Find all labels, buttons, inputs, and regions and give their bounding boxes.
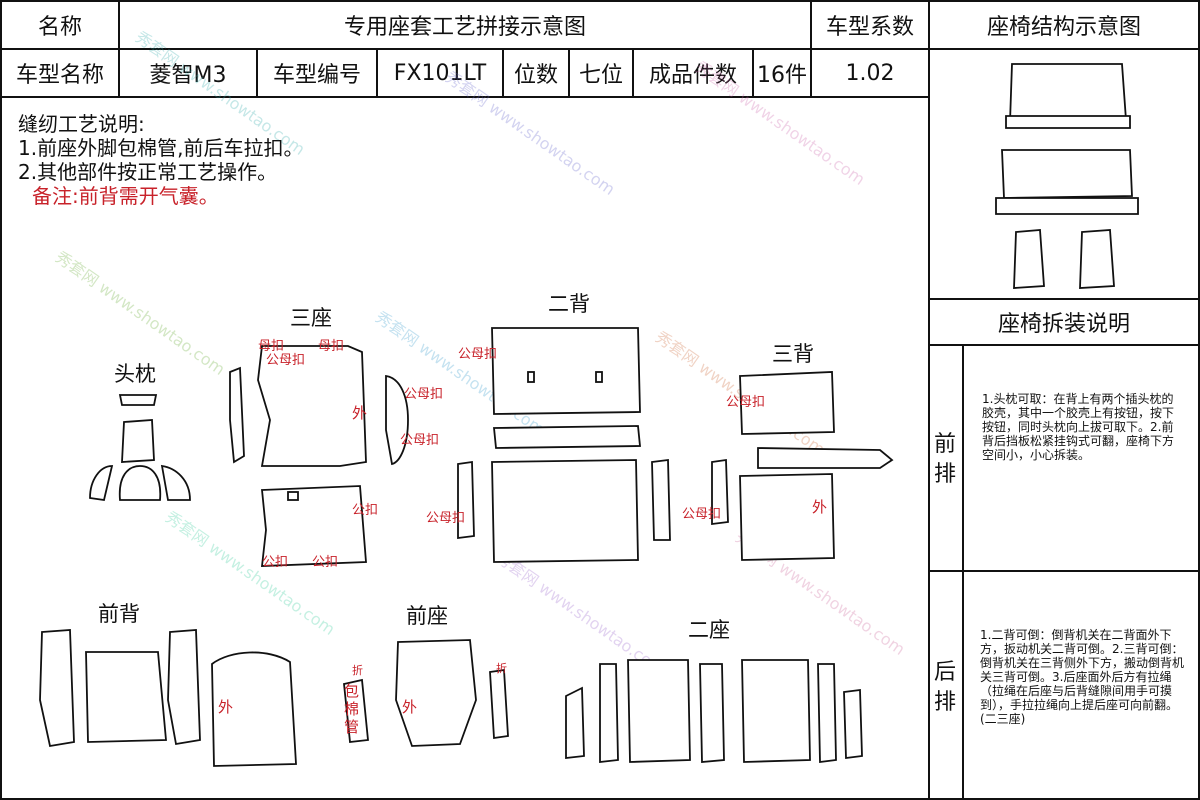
mark-mu-kou: 母扣: [318, 339, 345, 354]
third-back-pieces: [711, 371, 894, 561]
mark-gong-mu-kou: 公母扣: [426, 511, 466, 526]
label-third-seat: 三座: [290, 306, 332, 330]
mark-gong-mu-kou: 公母扣: [682, 507, 722, 522]
coeff-label: 车型系数: [810, 0, 930, 50]
front-row-label: 前排: [933, 432, 956, 487]
mark-gong-mu-kou: 公母扣: [404, 387, 444, 402]
notes-heading: 缝纫工艺说明:: [18, 112, 145, 136]
label-front-seat: 前座: [406, 604, 448, 628]
mark-wai: 外: [402, 698, 418, 716]
second-seat-pieces: [565, 659, 863, 764]
front-seat-pieces: [343, 639, 509, 747]
model-code-label: 车型编号: [256, 48, 378, 98]
notes-remark: 备注:前背需开气囊。: [32, 184, 219, 208]
notes-line-2: 2.其他部件按正常工艺操作。: [18, 160, 278, 184]
mark-gong-kou: 公扣: [352, 503, 379, 518]
mark-wai: 外: [218, 698, 234, 716]
label-third-back: 三背: [772, 342, 814, 366]
headrest-pieces: [89, 394, 191, 502]
mark-gong-mu-kou: 公母扣: [726, 395, 766, 410]
mark-mu-kou: 母扣: [258, 339, 285, 354]
rear-row-text: 1.二背可倒：倒背机关在二背面外下方，扳动机关二背可倒。2.三背可倒：倒背机关在…: [980, 628, 1185, 726]
mark-wai: 外: [812, 498, 828, 516]
second-back-pieces: [457, 327, 671, 563]
mark-zhe: 折: [496, 662, 507, 675]
third-seat-pieces: [229, 345, 409, 567]
mark-bao-mian-guan: 包棉管: [344, 682, 360, 736]
mark-wai: 外: [352, 404, 368, 422]
mark-gong-mu-kou: 公母扣: [400, 433, 440, 448]
notes-line-1: 1.前座外脚包棉管,前后车拉扣。: [18, 136, 304, 160]
label-headrest: 头枕: [114, 362, 156, 386]
label-second-seat: 二座: [688, 618, 730, 642]
label-second-back: 二背: [548, 292, 590, 316]
mark-gong-kou: 公扣: [262, 555, 289, 570]
label-front-back: 前背: [98, 602, 140, 626]
mark-gong-mu-kou: 公母扣: [458, 347, 498, 362]
mark-zhe: 折: [352, 664, 363, 677]
sewing-notes: 缝纫工艺说明: 1.前座外脚包棉管,前后车拉扣。 2.其他部件按正常工艺操作。 …: [18, 112, 303, 208]
model-name: 菱智M3: [118, 48, 258, 98]
front-back-pieces: [39, 629, 297, 767]
mark-gong-mu-kou: 公母扣: [266, 353, 306, 368]
front-row-text: 1.头枕可取：在背上有两个插头枕的胶壳，其中一个胶壳上有按钮，按下按钮，同时头枕…: [982, 392, 1175, 462]
rear-row-text-box: [962, 570, 1200, 800]
seat-structure-sketch: [995, 63, 1139, 289]
model-name-label: 车型名称: [0, 48, 120, 98]
mark-gong-kou: 公扣: [312, 555, 339, 570]
rear-row-label: 后排: [933, 660, 956, 715]
